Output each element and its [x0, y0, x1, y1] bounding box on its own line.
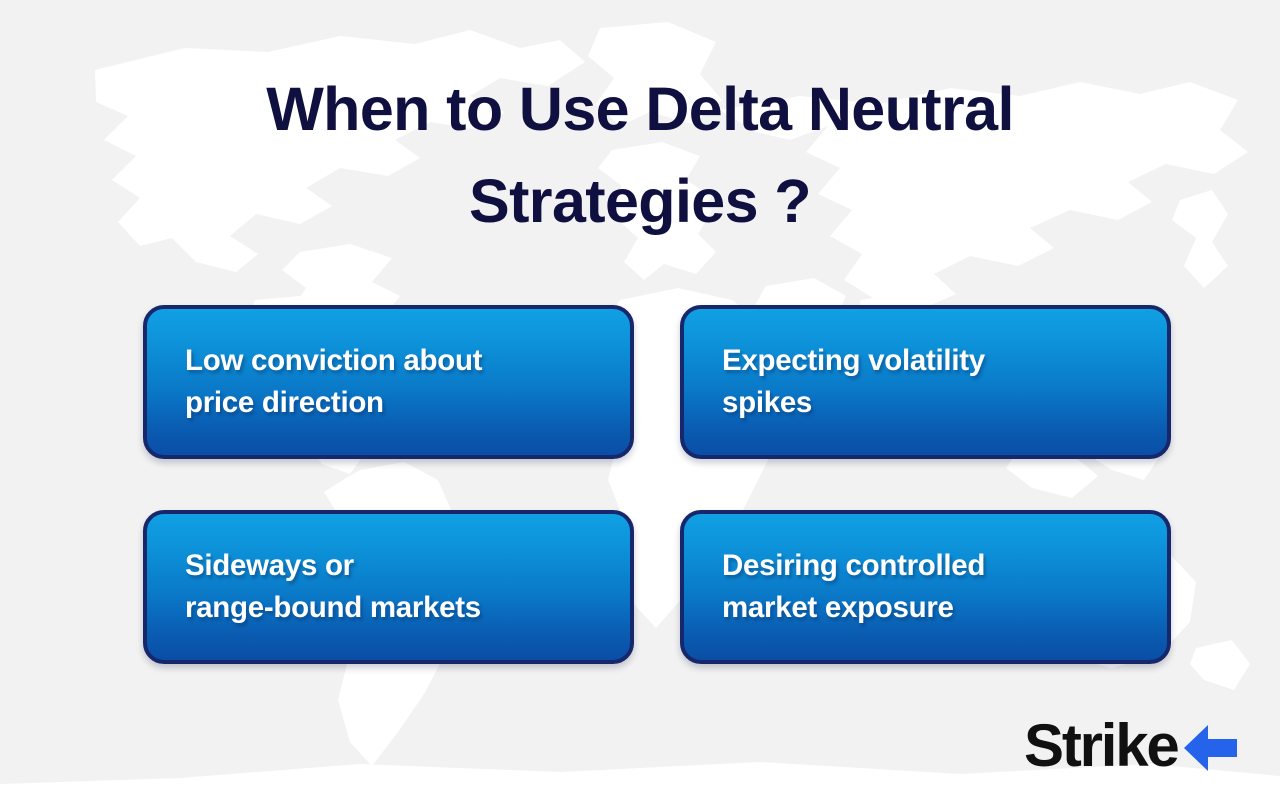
card-range-bound-line-1: Sideways or — [185, 548, 354, 582]
card-volatility-spikes-text: Expecting volatility spikes — [722, 340, 985, 425]
card-controlled-exposure-line-2: market exposure — [722, 591, 954, 624]
card-low-conviction-line-2: price direction — [185, 386, 384, 419]
card-low-conviction-line-1: Low conviction about — [185, 343, 483, 377]
card-low-conviction-text: Low conviction about price direction — [185, 340, 482, 425]
card-controlled-exposure[interactable]: Desiring controlled market exposure — [680, 510, 1171, 664]
card-range-bound-text: Sideways or range-bound markets — [185, 545, 481, 630]
card-range-bound[interactable]: Sideways or range-bound markets — [143, 510, 634, 664]
page-title: When to Use Delta Neutral Strategies ? — [0, 64, 1280, 247]
strike-logo-wordmark: Strike — [1024, 712, 1178, 779]
card-volatility-spikes-line-2: spikes — [722, 386, 813, 419]
card-volatility-spikes-line-1: Expecting volatility — [722, 343, 985, 377]
left-arrow-icon — [1184, 725, 1237, 771]
card-volatility-spikes[interactable]: Expecting volatility spikes — [680, 305, 1171, 459]
page-title-line-2: Strategies ? — [469, 166, 812, 235]
card-controlled-exposure-text: Desiring controlled market exposure — [722, 545, 985, 630]
card-range-bound-line-2: range-bound markets — [185, 591, 481, 624]
page-title-line-1: When to Use Delta Neutral — [266, 75, 1014, 143]
card-grid: Low conviction about price direction Exp… — [143, 305, 1171, 664]
card-low-conviction[interactable]: Low conviction about price direction — [143, 305, 634, 459]
card-controlled-exposure-line-1: Desiring controlled — [722, 548, 986, 582]
strike-logo[interactable]: Strike — [1024, 710, 1242, 784]
